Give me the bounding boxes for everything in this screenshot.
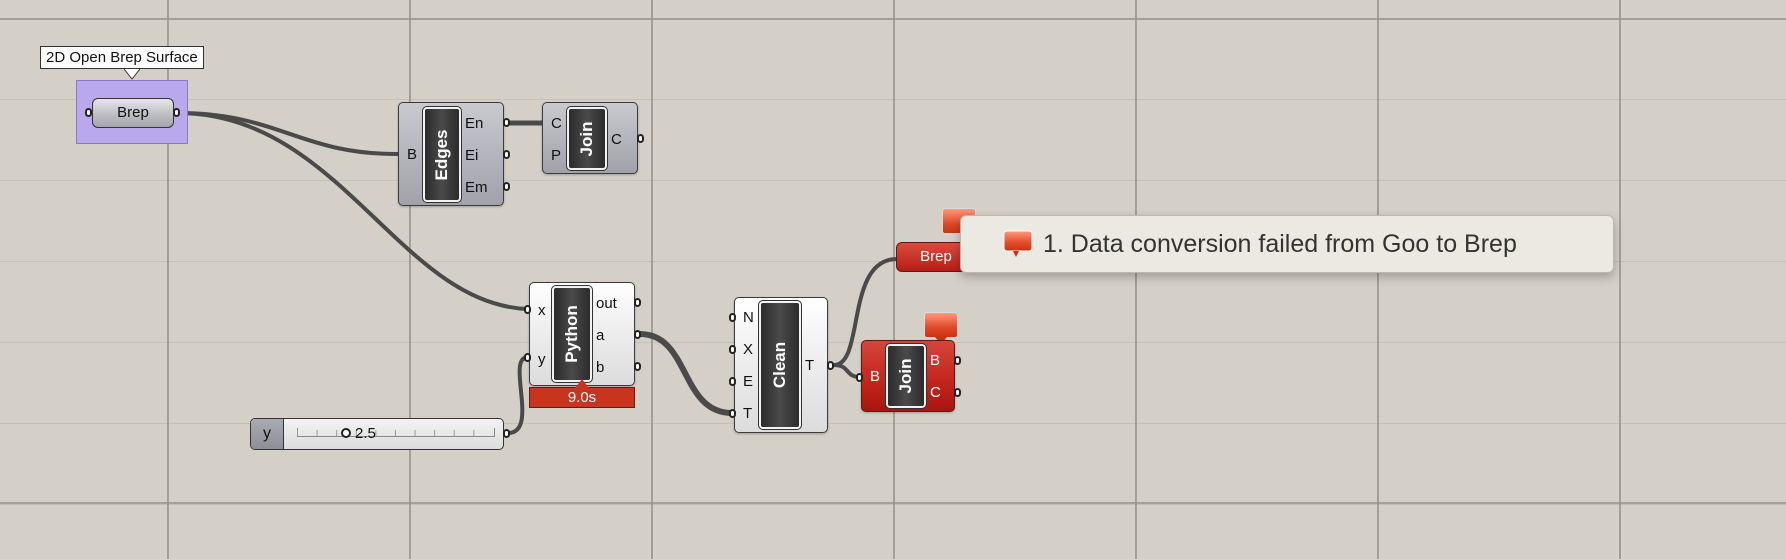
edges-output-en: En	[465, 115, 484, 132]
python-component[interactable]: Python x y out a b	[529, 282, 635, 386]
tooltip-pointer-icon	[124, 69, 140, 80]
join-error-component-core: Join	[885, 343, 927, 409]
clean-input-port-x[interactable]	[729, 345, 736, 354]
python-component-name: Python	[562, 305, 581, 363]
python-component-core: Python	[551, 285, 593, 383]
join-error-output-b: B	[930, 352, 941, 369]
python-input-port-x[interactable]	[524, 305, 531, 314]
brep-param-label: Brep	[117, 104, 149, 121]
join-error-output-port-c[interactable]	[954, 388, 961, 397]
clean-input-port-n[interactable]	[729, 313, 736, 322]
clean-input-x: X	[743, 341, 754, 358]
python-output-port-out[interactable]	[634, 298, 641, 307]
clean-component-core: Clean	[758, 300, 802, 430]
join-error-input-port-b[interactable]	[856, 373, 863, 382]
clean-component-name: Clean	[770, 341, 789, 389]
python-timer-badge: 9.0s	[529, 387, 635, 408]
clean-input-port-t[interactable]	[729, 409, 736, 418]
error-balloon-icon	[1003, 230, 1033, 257]
edges-component-name: Edges	[432, 128, 451, 181]
edges-output-port-en[interactable]	[503, 118, 510, 127]
error-message-popup: 1. Data conversion failed from Goo to Br…	[960, 215, 1614, 273]
clean-input-t: T	[743, 405, 753, 422]
python-output-out: out	[596, 295, 617, 312]
edges-output-port-ei[interactable]	[503, 150, 510, 159]
clean-input-n: N	[743, 309, 754, 326]
brep-param[interactable]: Brep	[92, 98, 174, 128]
python-input-port-y[interactable]	[524, 353, 531, 362]
join-top-component-name: Join	[577, 121, 596, 156]
python-output-port-a[interactable]	[634, 330, 641, 339]
join-error-output-c: C	[930, 384, 941, 401]
join-top-output-port-c[interactable]	[637, 134, 644, 143]
clean-output-t: T	[805, 357, 815, 374]
join-error-output-port-b[interactable]	[954, 356, 961, 365]
clean-component[interactable]: Clean N X E T T	[734, 297, 828, 433]
y-slider-name-tab: y	[251, 419, 284, 449]
join-error-component[interactable]: Join B B C	[861, 340, 955, 412]
y-slider-tick-marks	[297, 430, 493, 436]
python-output-b: b	[596, 359, 605, 376]
join-error-component-name: Join	[896, 358, 915, 394]
join-error-input-b: B	[870, 368, 881, 385]
clean-input-e: E	[743, 373, 754, 390]
edges-component-core: Edges	[422, 106, 462, 203]
edges-component[interactable]: Edges B En Ei Em	[398, 102, 504, 206]
brep-param-input-port[interactable]	[85, 108, 92, 117]
error-message-text: 1. Data conversion failed from Goo to Br…	[1043, 229, 1517, 258]
join-top-component[interactable]: Join C P C	[542, 102, 638, 174]
edges-input-b: B	[407, 146, 418, 163]
y-slider-grip-icon[interactable]	[341, 428, 351, 438]
python-output-a: a	[596, 327, 605, 344]
python-input-y: y	[538, 351, 546, 368]
edges-output-em: Em	[465, 179, 488, 196]
clean-input-port-e[interactable]	[729, 377, 736, 386]
join-top-component-core: Join	[566, 106, 608, 171]
python-input-x: x	[538, 302, 546, 319]
y-slider-name: y	[263, 425, 271, 442]
join-top-input-c: C	[551, 115, 562, 132]
y-slider-value: 2.5	[355, 425, 376, 442]
edges-output-port-em[interactable]	[503, 182, 510, 191]
python-output-port-b[interactable]	[634, 362, 641, 371]
join-top-output-c: C	[611, 131, 622, 148]
edges-output-ei: Ei	[465, 147, 479, 164]
brep-tooltip-label: 2D Open Brep Surface	[40, 46, 204, 69]
join-error-balloon-icon[interactable]	[924, 312, 958, 338]
python-timer-pointer-icon	[575, 379, 589, 388]
join-top-input-p: P	[551, 147, 562, 164]
brep-param-output-port[interactable]	[173, 108, 180, 117]
y-slider-output-port[interactable]	[503, 429, 510, 438]
y-number-slider[interactable]: y 2.5	[250, 418, 504, 450]
clean-output-port-t[interactable]	[827, 361, 834, 370]
python-timer-value: 9.0s	[567, 389, 597, 406]
brep-error-param-label: Brep	[920, 248, 952, 265]
